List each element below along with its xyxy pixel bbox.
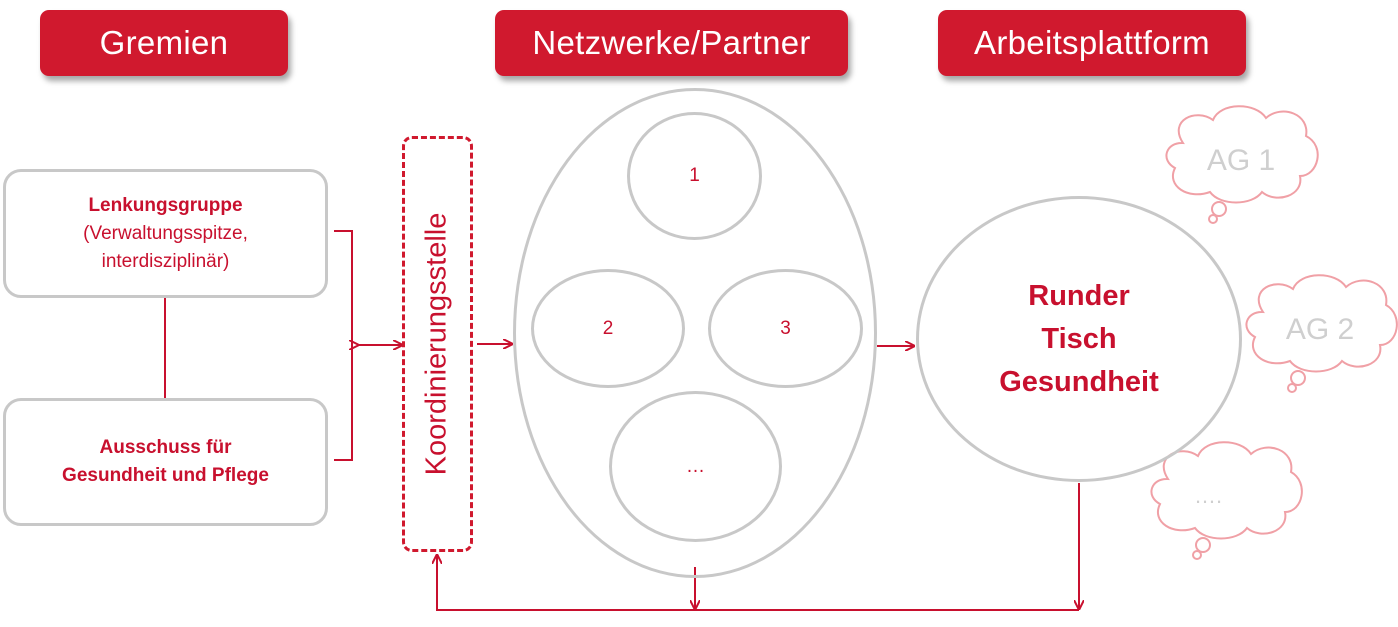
header-netzwerke-partner: Netzwerke/Partner	[495, 10, 848, 76]
netzwerk-label-2: 2	[602, 317, 614, 339]
netzwerk-label-more: …	[686, 455, 705, 477]
ag1-label: AG 1	[1206, 144, 1276, 177]
runder-tisch-line1: Runder	[1028, 279, 1130, 312]
ausschuss-line2: Gesundheit und Pflege	[62, 465, 269, 486]
ausschuss-line1: Ausschuss für	[99, 437, 232, 458]
lenkungsgruppe-box: Lenkungsgruppe (Verwaltungsspitze, inter…	[3, 169, 328, 298]
ag-more-label: ….	[1193, 483, 1223, 508]
runder-tisch-line2: Tisch	[1041, 322, 1117, 355]
netzwerk-label-1: 1	[689, 165, 700, 186]
cloud-ag2	[1245, 274, 1398, 393]
lenkungsgruppe-desc-line1: (Verwaltungsspitze,	[83, 222, 248, 244]
netzwerk-label-3: 3	[780, 317, 791, 339]
netzwerk-ellipse-1: 1	[627, 112, 762, 240]
cloud-ag1	[1165, 105, 1319, 224]
koordinierungsstelle-box	[402, 136, 473, 552]
netzwerk-ellipse-3: 3	[708, 269, 863, 388]
cloud-ag-more	[1150, 441, 1303, 560]
netzwerk-ellipse-2: 2	[531, 269, 685, 388]
koordinierungsstelle-label: Koordinierungsstelle	[420, 212, 453, 476]
ausschuss-box: Ausschuss für Gesundheit und Pflege	[3, 398, 328, 526]
feedback-loop-line	[437, 555, 1079, 611]
runder-tisch-line3: Gesundheit	[999, 365, 1159, 398]
ag2-label: AG 2	[1285, 313, 1355, 346]
runder-tisch-circle: Runder Tisch Gesundheit	[916, 196, 1242, 482]
netzwerk-ellipse-more: …	[609, 391, 782, 542]
lenkungsgruppe-title: Lenkungsgruppe	[88, 194, 243, 216]
header-gremien: Gremien	[40, 10, 288, 76]
netzwerke-outer-ellipse	[513, 88, 877, 578]
header-arbeitsplattform: Arbeitsplattform	[938, 10, 1246, 76]
gremien-bracket	[334, 230, 353, 461]
lenkungsgruppe-desc-line2: interdisziplinär)	[101, 250, 230, 272]
